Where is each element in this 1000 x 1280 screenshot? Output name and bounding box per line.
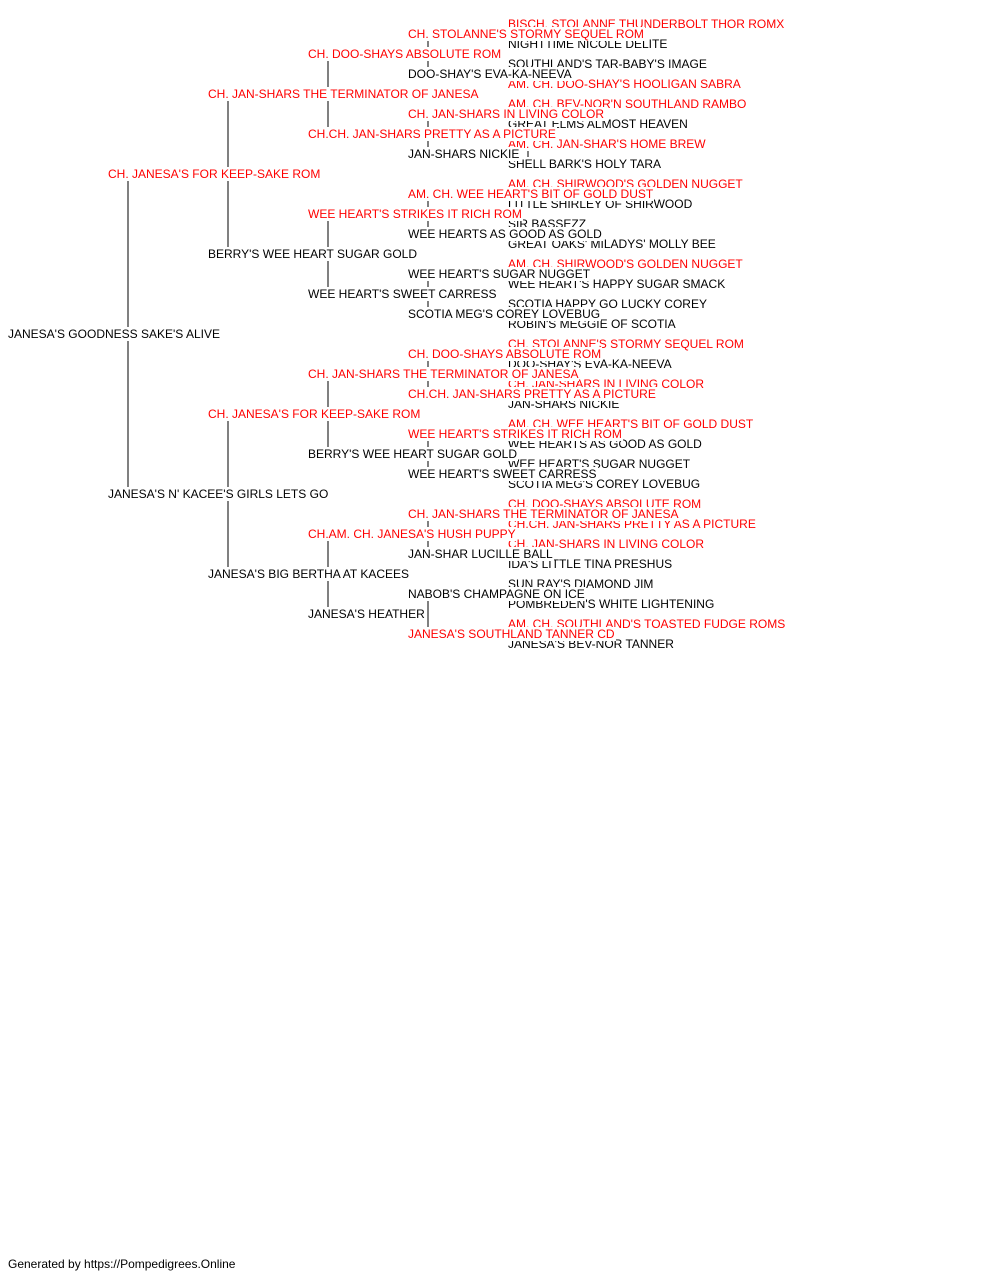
dog-name-sire-sire-dam: CH.CH. JAN-SHARS PRETTY AS A PICTURE [307,127,557,141]
generated-by-footer: Generated by https://Pompedigrees.Online [8,1257,236,1271]
dog-name-sire-sire-sire-dam: DOO-SHAY'S EVA-KA-NEEVA [407,67,573,81]
dog-name-dam-sire-sire-sire: CH. DOO-SHAYS ABSOLUTE ROM [407,347,603,361]
dog-name-sire-dam-dam-dam: SCOTIA MEG'S COREY LOVEBUG [407,307,602,321]
dog-name-dam-dam-dam-sire: NABOB'S CHAMPAGNE ON ICE [407,587,586,601]
dog-name-dam-dam-sire-sire: CH. JAN-SHARS THE TERMINATOR OF JANESA [407,507,680,521]
dog-name-sire-dam-sire: WEE HEART'S STRIKES IT RICH ROM [307,207,523,221]
dog-name-dam-sire-dam-dam: WEE HEART'S SWEET CARRESS [407,467,598,481]
dog-name-sire-dam-sire-dam: WEE HEARTS AS GOOD AS GOLD [407,227,603,241]
dog-name-sire: CH. JANESA'S FOR KEEP-SAKE ROM [107,167,322,181]
dog-name-dam-sire: CH. JANESA'S FOR KEEP-SAKE ROM [207,407,422,421]
dog-name-dam-dam-dam: JANESA'S HEATHER [307,607,426,621]
dog-name-sire-dam-dam: WEE HEART'S SWEET CARRESS [307,287,498,301]
dog-name-dam-dam-sire-dam-sire: CH. JAN-SHARS IN LIVING COLOR [507,537,706,551]
dog-name-dam-sire-sire: CH. JAN-SHARS THE TERMINATOR OF JANESA [307,367,580,381]
dog-name-dam-sire-sire-dam: CH.CH. JAN-SHARS PRETTY AS A PICTURE [407,387,657,401]
dog-name-sire-dam: BERRY'S WEE HEART SUGAR GOLD [207,247,419,261]
dog-name-sire-sire-dam-dam: JAN-SHARS NICKIE [407,147,521,161]
dog-name-dam-sire-dam: BERRY'S WEE HEART SUGAR GOLD [307,447,519,461]
dog-name-sire-sire-dam-sire: CH. JAN-SHARS IN LIVING COLOR [407,107,606,121]
dog-name-dam-dam-sire: CH.AM. CH. JANESA'S HUSH PUPPY [307,527,517,541]
dog-name-sire-dam-dam-sire: WEE HEART'S SUGAR NUGGET [407,267,592,281]
dog-name-sire-sire: CH. JAN-SHARS THE TERMINATOR OF JANESA [207,87,480,101]
dog-name-dam-sire-dam-sire: WEE HEART'S STRIKES IT RICH ROM [407,427,623,441]
dog-name-dam: JANESA'S N' KACEE'S GIRLS LETS GO [107,487,330,501]
dog-name-sire-sire-sire: CH. DOO-SHAYS ABSOLUTE ROM [307,47,503,61]
dog-name-dam-dam-dam-dam: JANESA'S SOUTHLAND TANNER CD [407,627,616,641]
dog-name-sire-dam-sire-sire: AM. CH. WEE HEART'S BIT OF GOLD DUST [407,187,655,201]
dog-name-sire-sire-dam-dam-dam: SHELL BARK'S HOLY TARA [507,157,663,171]
dog-name-dam-dam-sire-dam: JAN-SHAR LUCILLE BALL [407,547,554,561]
dog-name-sire-sire-sire-sire: CH. STOLANNE'S STORMY SEQUEL ROM [407,27,645,41]
dog-name-sire-sire-dam-dam-sire: AM. CH. JAN-SHAR'S HOME BREW [507,137,707,151]
dog-name: JANESA'S GOODNESS SAKE'S ALIVE [7,327,221,341]
dog-name-dam-dam: JANESA'S BIG BERTHA AT KACEES [207,567,411,581]
